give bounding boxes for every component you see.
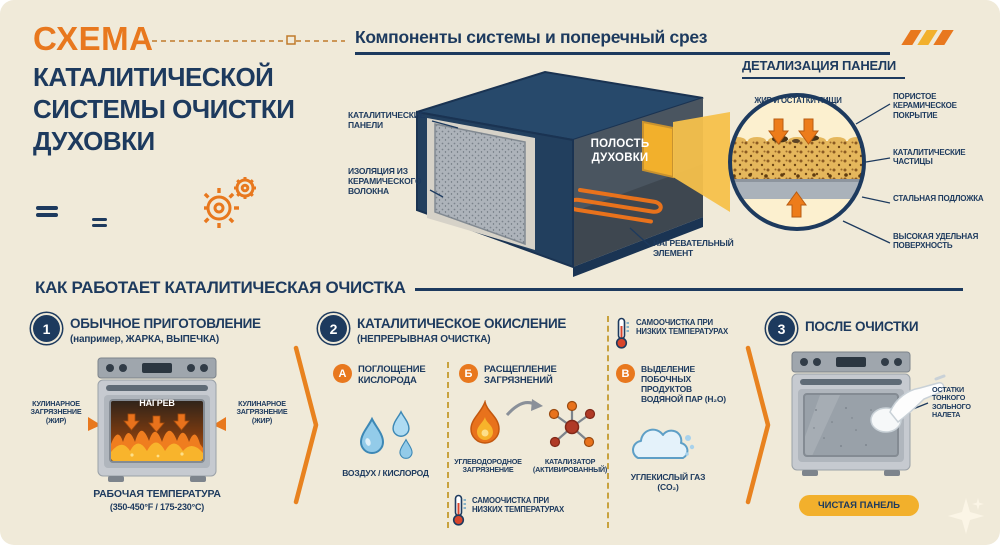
page-title-line2: КАТАЛИТИЧЕСКОЙ <box>33 62 274 92</box>
label-insulation: ИЗОЛЯЦИЯ ИЗ КЕРАМИЧЕСКОГО ВОЛОКНА <box>348 166 422 197</box>
label-ceramic-coating: ПОРИСТОЕ КЕРАМИЧЕСКОЕ ПОКРЫТИЕ <box>893 92 957 120</box>
label-grease: ЖИР И ОСТАТКИ ПИЩИ <box>754 96 842 105</box>
dashed-connector-node <box>286 35 296 45</box>
page-title-line3: СИСТЕМЫ ОЧИСТКИ <box>33 94 295 124</box>
catalyst-molecule-icon <box>548 400 596 448</box>
label-catalytic-particles: КАТАЛИТИЧЕСКИЕ ЧАСТИЦЫ <box>893 148 966 167</box>
step2-title: КАТАЛИТИЧЕСКОЕ ОКИСЛЕНИЕ <box>357 316 567 331</box>
step-connector-2 <box>745 345 771 505</box>
oven-handle <box>800 379 902 385</box>
label-ash-residue: ОСТАТКИ ТОНКОГО ЗОЛЬНОГО НАЛЕТА <box>932 385 971 420</box>
components-underline <box>355 52 890 55</box>
how-it-works-header: КАК РАБОТАЕТ КАТАЛИТИЧЕСКАЯ ОЧИСТКА <box>35 278 406 297</box>
how-underline <box>415 288 963 291</box>
badge-b: Б <box>459 364 478 383</box>
oven-cutaway-illustration <box>416 70 704 277</box>
sparkle-icon <box>948 498 984 534</box>
label-heat: НАГРЕВ <box>139 398 175 408</box>
step2-subtitle: (НЕПРЕРЫВНАЯ ОЧИСТКА) <box>357 334 491 345</box>
thermometer-icon <box>615 317 629 349</box>
label-byproducts-line2: ВОДЯНОЙ ПАР (H₂O) <box>641 394 726 405</box>
catalytic-panel-speckles <box>435 124 525 244</box>
steam-cloud-icon <box>632 428 695 459</box>
badge-a: А <box>333 364 352 383</box>
separator-b-v <box>607 316 609 528</box>
flame-icon <box>470 400 500 444</box>
oven-clean-illustration <box>791 351 946 476</box>
gears-icon <box>203 177 256 228</box>
badge-v: В <box>616 364 635 383</box>
label-selfclean-top: САМООЧИСТКА ПРИ НИЗКИХ ТЕМПЕРАТУРАХ <box>636 318 729 337</box>
components-header: Компоненты системы и поперечный срез <box>355 27 708 47</box>
page-title-schema: СХЕМА <box>33 20 154 57</box>
step1-number: 1 <box>33 315 60 342</box>
thermometer-icon <box>452 494 466 526</box>
label-catalytic-panels: КАТАЛИТИЧЕСКИЕ ПАНЕЛИ <box>348 110 426 131</box>
step3-number: 3 <box>768 315 795 342</box>
label-catalyst-activated: КАТАЛИЗАТОР (АКТИВИРОВАННЫЙ) <box>532 457 608 475</box>
step3-title: ПОСЛЕ ОЧИСТКИ <box>805 319 919 334</box>
label-hydrocarbon-soil: УГЛЕВОДОРОДНОЕ ЗАГРЯЗНЕНИЕ <box>454 457 522 475</box>
label-soil-right: КУЛИНАРНОЕ ЗАГРЯЗНЕНИЕ (ЖИР) <box>236 399 288 425</box>
separator-a-b <box>447 362 449 528</box>
label-heating-element: НАГРЕВАТЕЛЬНЫЙ ЭЛЕМЕНТ <box>653 238 734 259</box>
decoration-dash <box>36 206 58 210</box>
oven-door-edge <box>573 217 703 277</box>
label-soil-breakdown: РАСЩЕПЛЕНИЕ ЗАГРЯЗНЕНИЙ <box>484 364 557 387</box>
label-steel-backing: СТАЛЬНАЯ ПОДЛОЖКА <box>893 194 984 203</box>
detail-circle-ring <box>728 93 866 231</box>
oven-handle <box>106 385 208 391</box>
label-byproducts-line1: ВЫДЕЛЕНИЕ ПОБОЧНЫХ ПРОДУКТОВ <box>641 364 695 395</box>
step1-title: ОБЫЧНОЕ ПРИГОТОВЛЕНИЕ <box>70 316 261 331</box>
surface-arrow-up <box>786 191 807 218</box>
label-co2: УГЛЕКИСЛЫЙ ГАЗ (CO₂) <box>630 472 706 493</box>
label-oven-cavity: ПОЛОСТЬ ДУХОВКИ <box>590 138 650 164</box>
detail-underline <box>742 77 905 79</box>
label-selfclean-bottom: САМООЧИСТКА ПРИ НИЗКИХ ТЕМПЕРАТУРАХ <box>472 496 565 515</box>
hand-with-cloth-icon <box>870 374 946 433</box>
step-connector-1 <box>293 345 319 505</box>
decoration-dash <box>36 213 58 217</box>
page-title-line4: ДУХОВКИ <box>33 126 155 156</box>
decoration-dash <box>92 218 107 221</box>
label-air-oxygen: ВОЗДУХ / КИСЛОРОД <box>342 468 429 478</box>
label-working-temp-title: РАБОЧАЯ ТЕМПЕРАТУРА <box>93 488 221 500</box>
panel-detail-circle <box>728 93 866 231</box>
label-byproducts: ВЫДЕЛЕНИЕ ПОБОЧНЫХ ПРОДУКТОВ ВОДЯНОЙ ПАР… <box>641 364 741 404</box>
grease-arrows-down <box>768 118 819 145</box>
step1-subtitle: (например, ЖАРКА, ВЫПЕЧКА) <box>70 334 220 345</box>
decoration-dash <box>92 224 107 227</box>
label-oxygen-absorption: ПОГЛОЩЕНИЕ КИСЛОРОДА <box>358 364 426 387</box>
label-working-temp-range: (350-450°F / 175-230°C) <box>109 502 205 512</box>
heat-arrows-down <box>123 413 190 433</box>
detail-header: ДЕТАЛИЗАЦИЯ ПАНЕЛИ <box>742 58 897 73</box>
reaction-arrow-icon <box>505 399 543 417</box>
label-soil-left: КУЛИНАРНОЕ ЗАГРЯЗНЕНИЕ (ЖИР) <box>30 399 82 425</box>
oven-cooking-illustration <box>97 357 217 482</box>
step2-number: 2 <box>320 315 347 342</box>
clean-panel-badge: ЧИСТАЯ ПАНЕЛЬ <box>799 495 919 516</box>
water-droplets-icon <box>359 410 413 459</box>
cavity-shadow <box>573 164 703 267</box>
decoration-stripe <box>933 30 954 45</box>
ash-residue <box>805 395 872 455</box>
label-high-surface: ВЫСОКАЯ УДЕЛЬНАЯ ПОВЕРХНОСТЬ <box>893 232 979 251</box>
detail-layers <box>730 118 864 218</box>
